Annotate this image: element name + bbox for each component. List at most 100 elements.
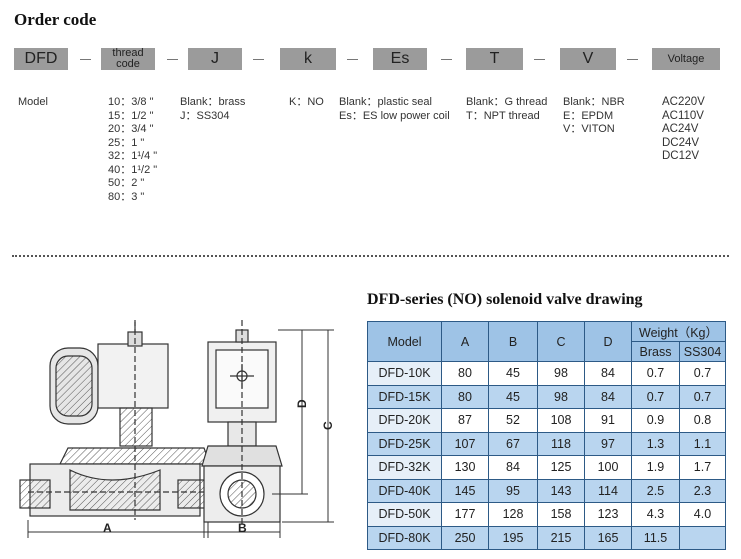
- cell-d: 91: [584, 408, 632, 433]
- material-option: E：EPDM: [563, 109, 614, 122]
- separator-dash: [80, 59, 91, 60]
- order-code-title: Order code: [14, 10, 97, 29]
- cell-c: 143: [537, 478, 585, 503]
- cell-a: 107: [441, 431, 489, 456]
- cell-model: DFD-20K: [367, 408, 442, 433]
- thread-options: 10：3/8 " 15：1/2 " 20：3/4 " 25：1 " 32：1¹/…: [108, 96, 157, 204]
- section-divider: [12, 255, 729, 257]
- cell-weight-brass: 2.5: [631, 478, 680, 503]
- cell-model: DFD-25K: [367, 431, 442, 456]
- cell-b: 95: [488, 478, 538, 503]
- cell-model: DFD-50K: [367, 502, 442, 527]
- cell-weight-ss304: 2.3: [679, 478, 726, 503]
- material-option: V：VITON: [563, 123, 615, 135]
- dimension-weight-table: Model A B C D Weight（Kg） Brass SS304 DFD…: [367, 321, 726, 550]
- thread-option: 32：1¹/4 ": [108, 150, 158, 162]
- cell-d: 123: [584, 502, 632, 527]
- connection-options: Blank：G thread T：NPT thread: [466, 96, 547, 123]
- code-box-j: J: [188, 48, 242, 70]
- separator-dash: [347, 59, 358, 60]
- cell-a: 250: [441, 525, 489, 550]
- seal-option: Blank：plastic seal: [339, 96, 432, 108]
- cell-c: 108: [537, 408, 585, 433]
- material-option: Blank：NBR: [563, 96, 625, 108]
- seal-options: Blank：plastic seal Es：ES low power coil: [339, 96, 450, 123]
- code-box-dfd: DFD: [14, 48, 68, 70]
- cell-c: 98: [537, 384, 585, 409]
- header-d: D: [584, 321, 632, 362]
- body-option: J：SS304: [180, 109, 230, 122]
- cell-weight-brass: 4.3: [631, 502, 680, 527]
- cell-weight-brass: 0.9: [631, 408, 680, 433]
- cell-b: 67: [488, 431, 538, 456]
- cell-weight-ss304: 0.7: [679, 384, 726, 409]
- cell-model: DFD-15K: [367, 384, 442, 409]
- voltage-option: DC12V: [662, 150, 700, 162]
- thread-option: 80：3 ": [108, 190, 145, 203]
- separator-dash: [627, 59, 638, 60]
- connection-option: Blank：G thread: [466, 96, 548, 108]
- cell-model: DFD-32K: [367, 455, 442, 480]
- cell-d: 100: [584, 455, 632, 480]
- cell-d: 84: [584, 361, 632, 386]
- separator-dash: [253, 59, 264, 60]
- separator-dash: [167, 59, 178, 60]
- code-box-thread-code: thread code: [101, 48, 155, 70]
- cell-c: 158: [537, 502, 585, 527]
- cell-b: 52: [488, 408, 538, 433]
- cell-weight-brass: 1.9: [631, 455, 680, 480]
- cell-model: DFD-80K: [367, 525, 442, 550]
- voltage-option: AC220V: [662, 96, 705, 108]
- cell-weight-ss304: 1.7: [679, 455, 726, 480]
- header-brass: Brass: [631, 341, 680, 362]
- code-box-v: V: [560, 48, 616, 70]
- cell-c: 98: [537, 361, 585, 386]
- model-column: Model: [18, 96, 48, 110]
- connection-option: T：NPT thread: [466, 109, 540, 122]
- separator-dash: [441, 59, 452, 60]
- header-ss304: SS304: [679, 341, 726, 362]
- cell-b: 195: [488, 525, 538, 550]
- dimension-a-line: [27, 520, 209, 538]
- header-b: B: [488, 321, 538, 362]
- cell-a: 80: [441, 384, 489, 409]
- voltage-option: AC110V: [662, 109, 704, 122]
- cell-weight-brass: 0.7: [631, 384, 680, 409]
- thread-option: 10：3/8 ": [108, 96, 154, 108]
- body-option: Blank：brass: [180, 96, 246, 108]
- cell-a: 80: [441, 361, 489, 386]
- thread-option: 40：1¹/2 ": [108, 163, 158, 176]
- cell-weight-ss304: 1.1: [679, 431, 726, 456]
- cell-b: 45: [488, 361, 538, 386]
- cell-weight-ss304: 4.0: [679, 502, 726, 527]
- dimension-d-line: [272, 330, 308, 495]
- type-option: K：NO: [289, 96, 324, 108]
- dimension-b-label: B: [238, 521, 247, 535]
- valve-front-view: [201, 320, 283, 525]
- seal-material-options: Blank：NBR E：EPDM V：VITON: [563, 96, 625, 137]
- body-material-options: Blank：brass J：SS304: [180, 96, 245, 123]
- cell-a: 130: [441, 455, 489, 480]
- cell-weight-brass: 0.7: [631, 361, 680, 386]
- voltage-options: AC220V AC110V AC24V DC24V DC12V: [662, 96, 705, 164]
- cell-weight-brass: 11.5: [631, 525, 680, 550]
- separator-dash: [534, 59, 545, 60]
- code-box-k: k: [280, 48, 336, 70]
- code-box-es: Es: [373, 48, 427, 70]
- cell-weight-ss304: [679, 525, 726, 550]
- voltage-option: DC24V: [662, 136, 700, 149]
- header-weight: Weight（Kg）: [631, 321, 726, 342]
- drawing-title: DFD-series (NO) solenoid valve drawing: [367, 291, 643, 308]
- seal-option: Es：ES low power coil: [339, 109, 450, 122]
- dimension-b-line: [203, 522, 281, 538]
- cell-a: 145: [441, 478, 489, 503]
- dimension-d-label: D: [295, 399, 309, 408]
- dimension-c-label: C: [321, 421, 335, 430]
- cell-a: 177: [441, 502, 489, 527]
